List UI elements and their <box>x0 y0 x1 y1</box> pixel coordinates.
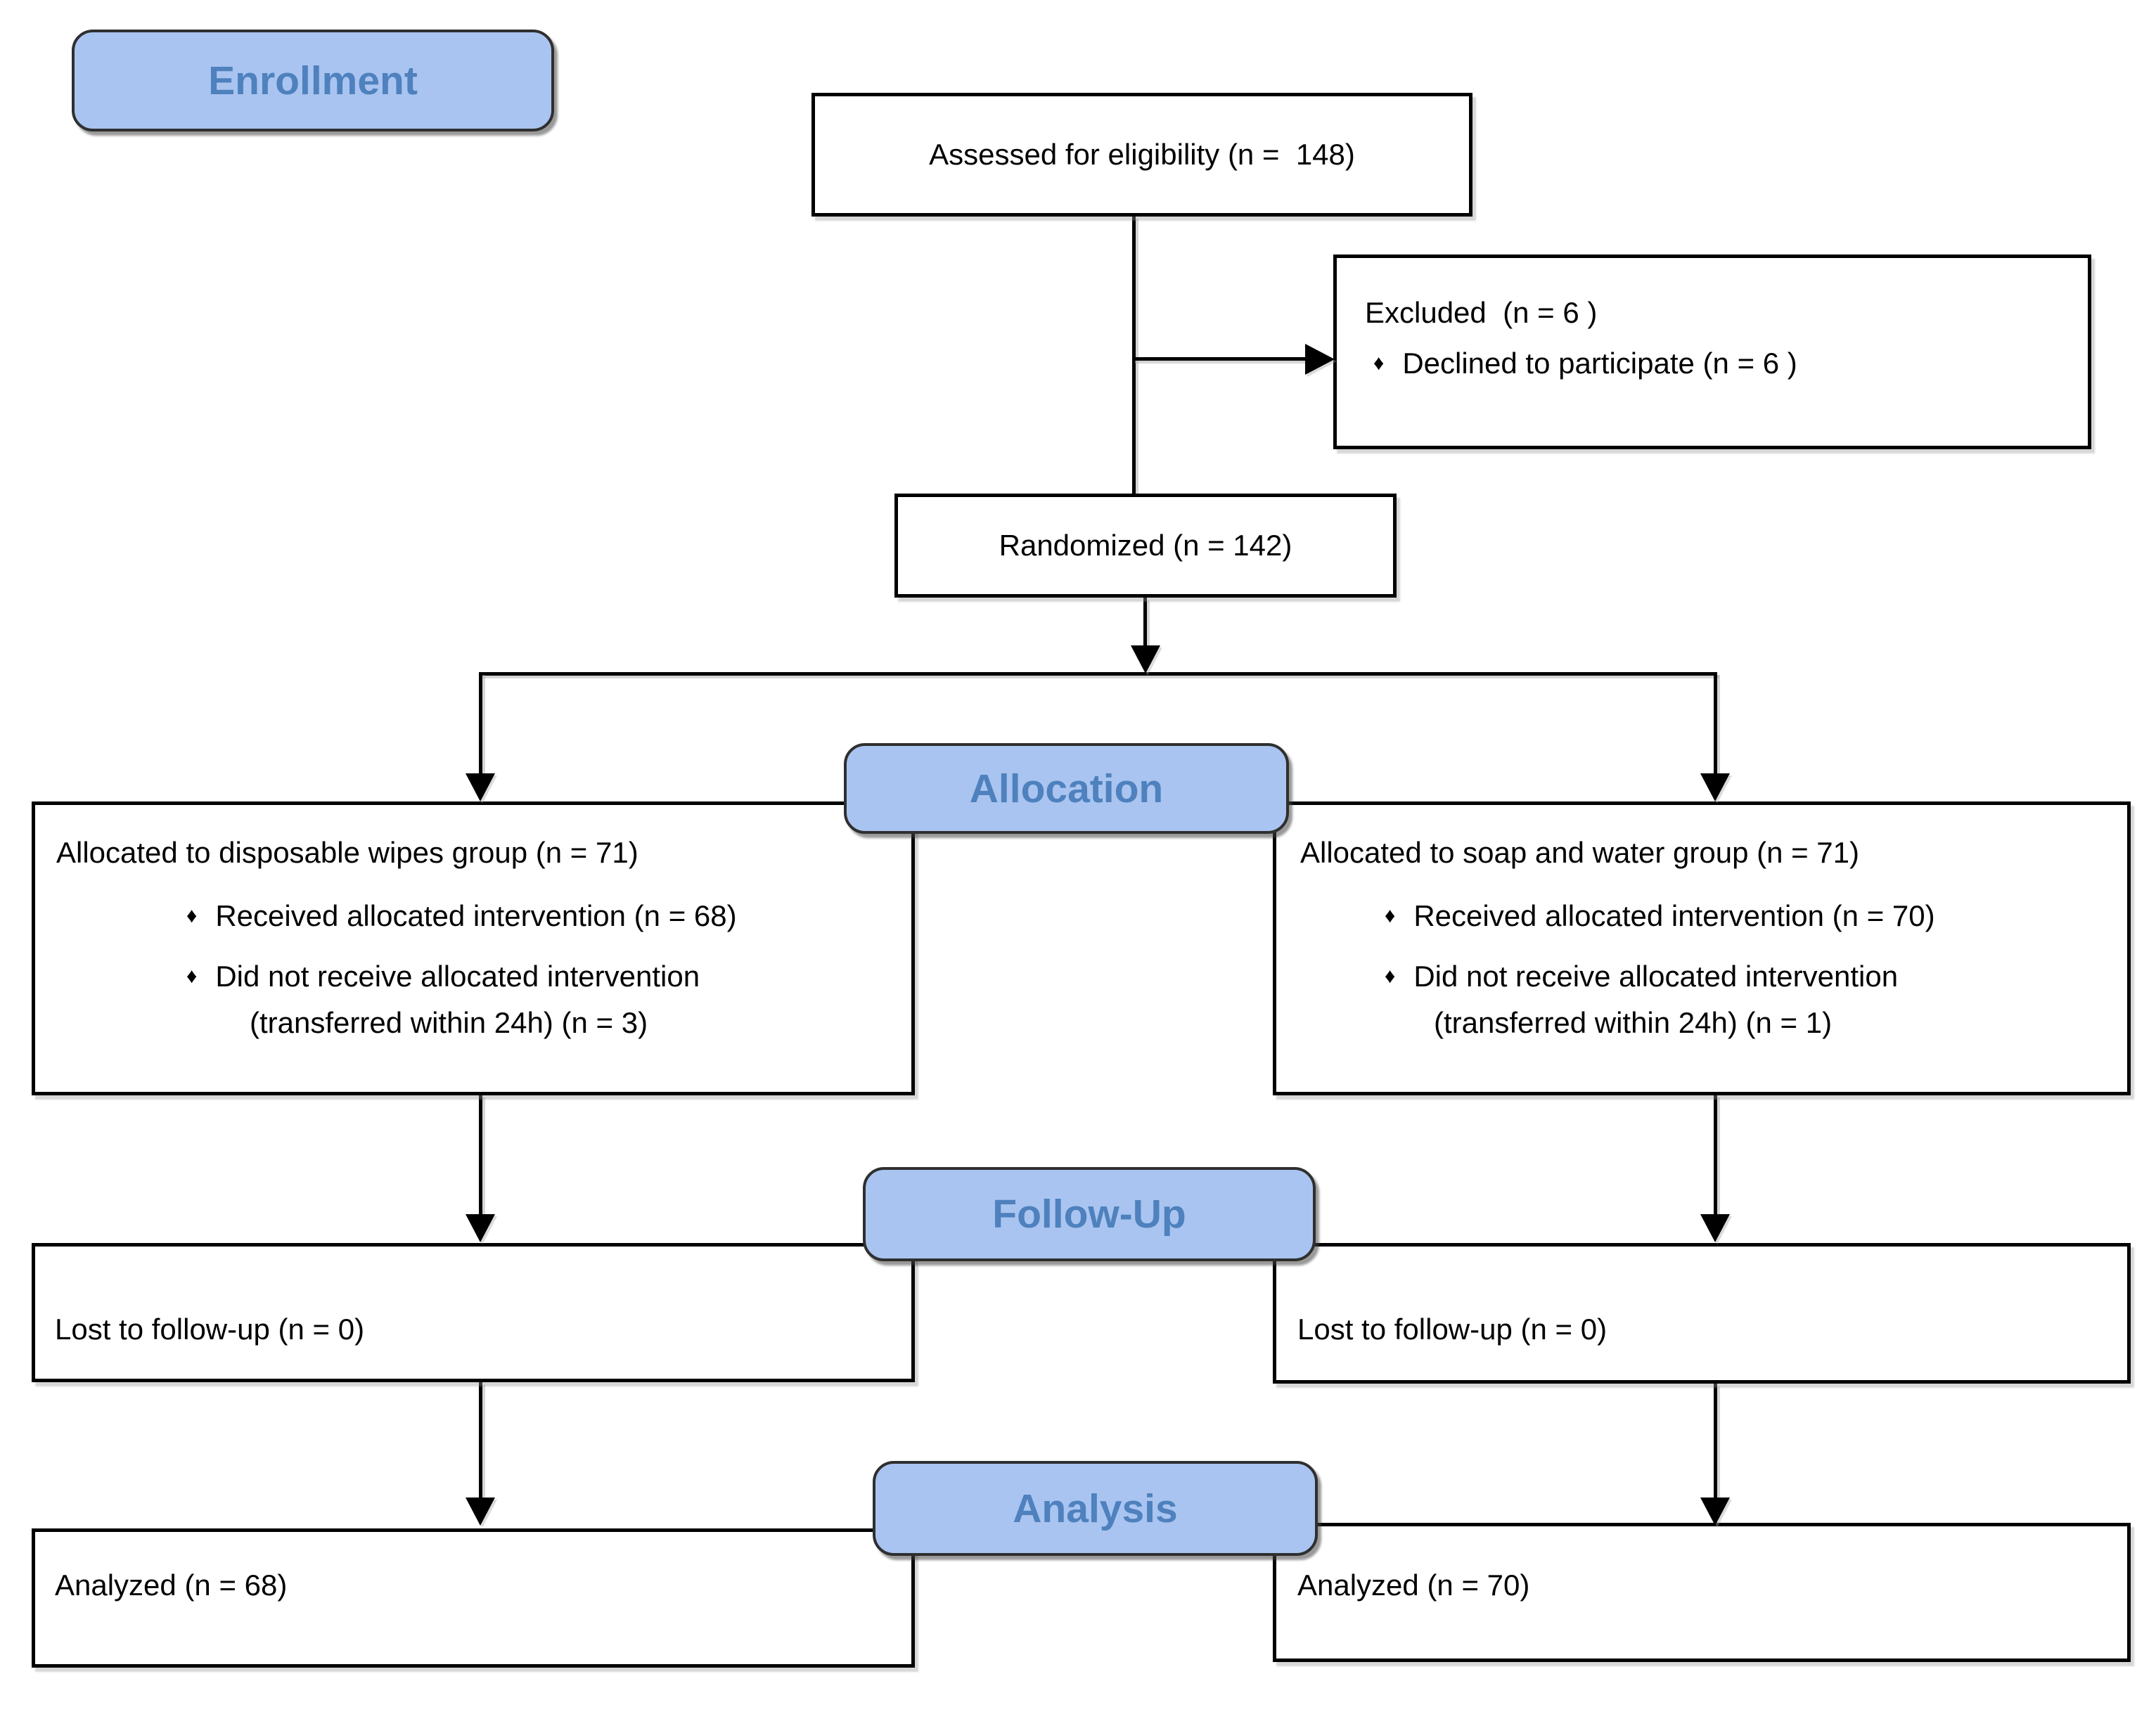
assessed-text: Assessed for eligibility (n = 148) <box>929 138 1355 171</box>
allocation-right-bullet1: ♦ Received allocated intervention (n = 7… <box>1385 896 2110 936</box>
diamond-bullet-icon: ♦ <box>186 965 198 988</box>
allocation-left-box: Allocated to disposable wipes group (n =… <box>32 801 915 1095</box>
analyzed-left-box: Analyzed (n = 68) <box>32 1528 915 1668</box>
diamond-bullet-icon: ♦ <box>1373 352 1385 375</box>
arrowhead-right-icon <box>1305 344 1335 375</box>
arrowhead-down-icon <box>1131 645 1160 674</box>
followup-right-box: Lost to follow-up (n = 0) <box>1273 1243 2131 1384</box>
assessed-box: Assessed for eligibility (n = 148) <box>811 93 1472 217</box>
followup-right-text: Lost to follow-up (n = 0) <box>1297 1313 1608 1346</box>
followup-left-text: Lost to follow-up (n = 0) <box>55 1313 365 1346</box>
analyzed-left-text: Analyzed (n = 68) <box>55 1569 288 1602</box>
connector-line-randomized-split <box>1143 598 1147 648</box>
enrollment-stage-label: Enrollment <box>72 30 554 131</box>
excluded-bullet-row: ♦ Declined to participate (n = 6 ) <box>1373 344 2067 383</box>
arrowhead-down-icon <box>466 773 495 801</box>
allocation-right-bullet2-continuation: (transferred within 24h) (n = 1) <box>1434 1006 1833 1039</box>
connector-line-right-allocation <box>1714 672 1717 775</box>
arrowhead-down-icon <box>466 1498 495 1526</box>
connector-line-right-followup <box>1714 1095 1717 1216</box>
excluded-title: Excluded (n = 6 ) <box>1365 296 1598 329</box>
diamond-bullet-icon: ♦ <box>1385 965 1396 988</box>
connector-line-right-analysis <box>1714 1384 1717 1499</box>
allocation-right-bullet2: ♦ Did not receive allocated intervention <box>1385 957 2110 996</box>
allocation-left-bullet2: ♦ Did not receive allocated intervention <box>186 957 894 996</box>
excluded-bullet-text: Declined to participate (n = 6 ) <box>1402 347 1797 380</box>
followup-stage-label: Follow-Up <box>863 1167 1316 1261</box>
randomized-text: Randomized (n = 142) <box>999 529 1292 562</box>
distributor-line <box>480 672 1717 676</box>
analysis-stage-label: Analysis <box>873 1461 1318 1556</box>
connector-line-left-followup <box>479 1095 482 1216</box>
connector-line-left-analysis <box>479 1382 482 1499</box>
allocation-stage-label: Allocation <box>844 743 1289 834</box>
connector-line-excluded-branch <box>1132 357 1308 361</box>
connector-line-assessed-randomized <box>1132 216 1136 494</box>
analyzed-right-text: Analyzed (n = 70) <box>1297 1569 1530 1602</box>
connector-line-left-allocation <box>479 672 482 775</box>
allocation-right-box: Allocated to soap and water group (n = 7… <box>1273 801 2131 1095</box>
diamond-bullet-icon: ♦ <box>186 904 198 927</box>
randomized-box: Randomized (n = 142) <box>894 494 1397 598</box>
allocation-left-bullet1: ♦ Received allocated intervention (n = 6… <box>186 896 894 936</box>
allocation-right-title: Allocated to soap and water group (n = 7… <box>1300 836 1860 869</box>
excluded-box: Excluded (n = 6 ) ♦ Declined to particip… <box>1333 255 2091 449</box>
arrowhead-down-icon <box>1700 1214 1730 1242</box>
diamond-bullet-icon: ♦ <box>1385 904 1396 927</box>
arrowhead-down-icon <box>1700 1498 1730 1526</box>
allocation-left-title: Allocated to disposable wipes group (n =… <box>56 836 639 869</box>
arrowhead-down-icon <box>1700 773 1730 801</box>
arrowhead-down-icon <box>466 1214 495 1242</box>
analyzed-right-box: Analyzed (n = 70) <box>1273 1523 2131 1662</box>
followup-left-box: Lost to follow-up (n = 0) <box>32 1243 915 1382</box>
allocation-left-bullet2-continuation: (transferred within 24h) (n = 3) <box>250 1006 648 1039</box>
